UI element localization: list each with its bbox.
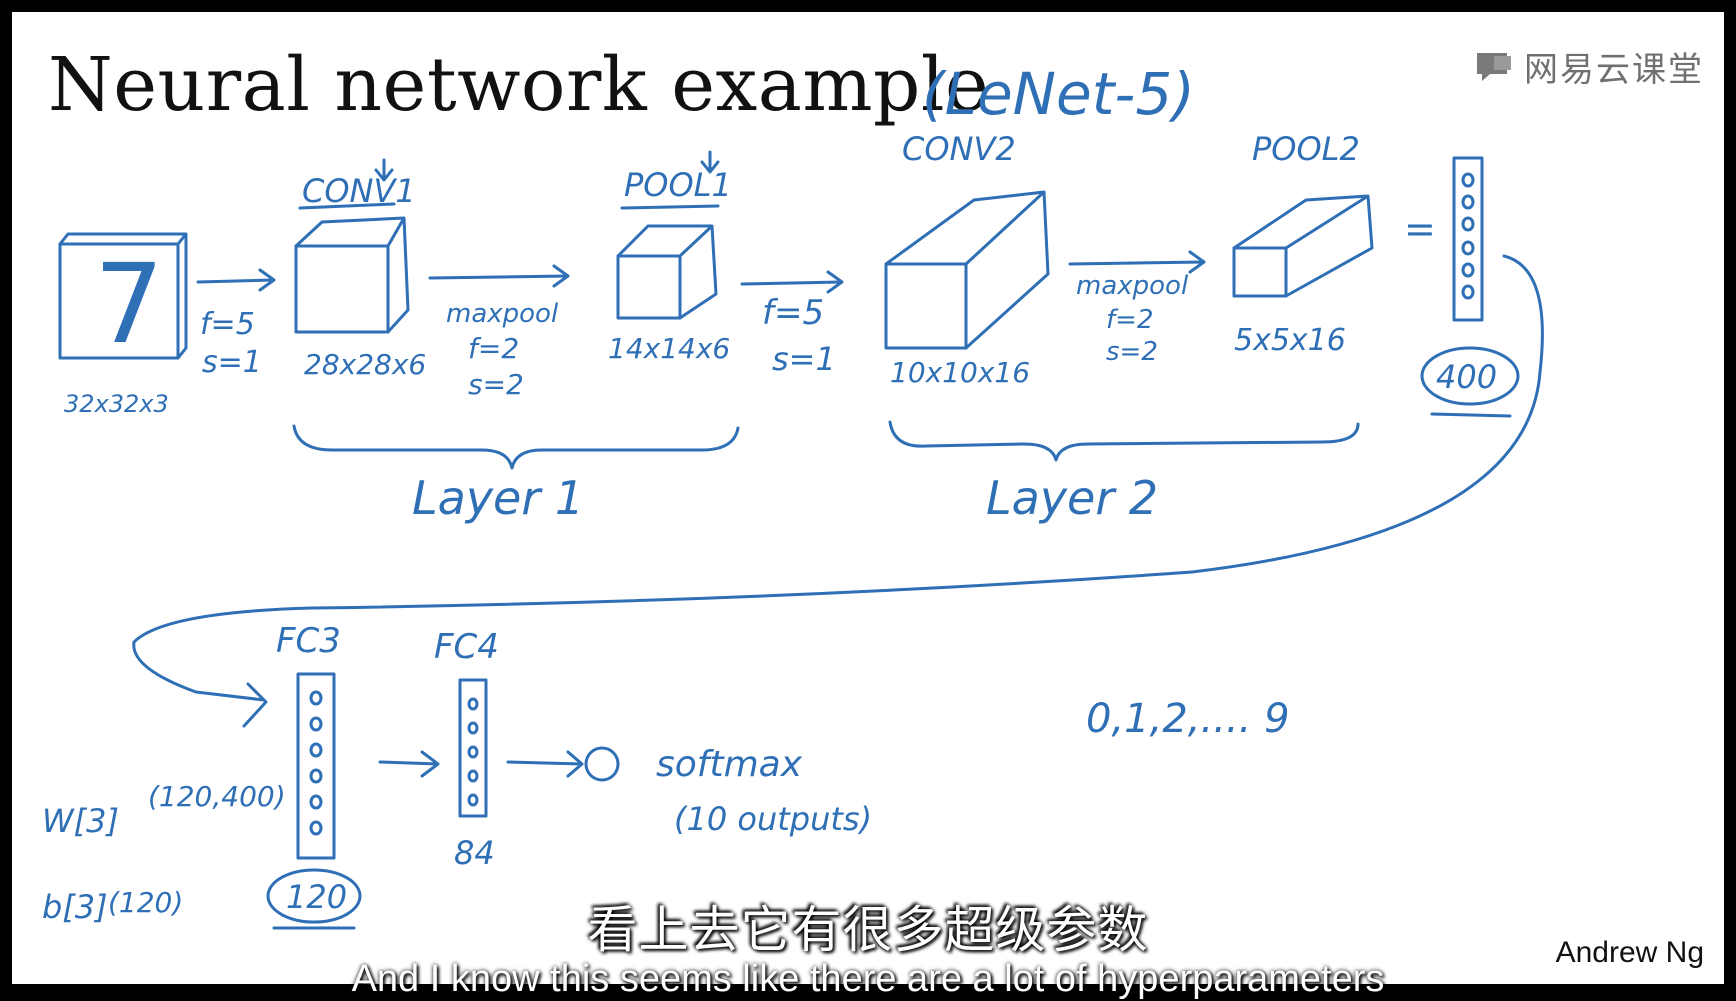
pool1-param-f: f=2 <box>468 332 519 365</box>
class-list: 0,1,2,.... 9 <box>1086 696 1290 742</box>
output-node <box>584 746 620 782</box>
input-volume <box>58 232 188 360</box>
flow-curve <box>132 254 1544 728</box>
arrow-down-pool1 <box>700 150 720 174</box>
fc3-weight: W[3] <box>42 802 119 840</box>
conv2-param-s: s=1 <box>772 340 836 378</box>
arrow-input-conv1 <box>196 268 276 292</box>
chat-bubble-icon <box>1477 52 1511 81</box>
fc4-size: 84 <box>454 834 495 872</box>
fc3-vector <box>296 672 336 860</box>
input-digit: 7 <box>94 240 164 368</box>
flatten-equals: = <box>1404 207 1436 251</box>
arrow-fc3-fc4 <box>378 750 440 778</box>
conv1-dims: 28x28x6 <box>304 348 426 381</box>
pool2-label: POOL2 <box>1252 130 1360 168</box>
fc3-label: FC3 <box>276 621 341 661</box>
fc3-bias: b[3] <box>42 888 108 926</box>
arrow-pool1-conv2 <box>740 270 844 294</box>
pool2-dims: 5x5x16 <box>1234 323 1346 358</box>
layer2-label: Layer 2 <box>986 471 1158 525</box>
layer1-brace <box>292 424 740 470</box>
layer1-label: Layer 1 <box>412 471 584 525</box>
conv1-label: CONV1 <box>302 172 416 210</box>
subtitle-english: And I know this seems like there are a l… <box>351 958 1385 1000</box>
lenet-diagram: (LeNet-5) 7 32x32x3 f=5 s=1 CONV1 28x28x… <box>42 60 1544 930</box>
pool1-dims: 14x14x6 <box>608 332 730 365</box>
fc4-label: FC4 <box>434 627 499 667</box>
pool1-volume <box>616 224 718 320</box>
conv2-volume <box>884 190 1050 350</box>
flatten-vector <box>1452 156 1484 322</box>
flatten-size: 400 <box>1436 358 1497 396</box>
fc4-vector <box>458 678 488 818</box>
pool2-param-f: f=2 <box>1106 305 1153 335</box>
pool1-label: POOL1 <box>624 166 732 204</box>
conv1-param-f: f=5 <box>200 307 255 342</box>
conv2-param-f: f=5 <box>762 293 824 333</box>
subtitle-lenet: (LeNet-5) <box>922 60 1195 128</box>
subtitle-chinese: 看上去它有很多超级参数 <box>587 901 1149 959</box>
arrow-conv2-pool2 <box>1068 250 1206 274</box>
slide-title: Neural network example <box>48 42 990 128</box>
conv1-volume <box>294 216 410 334</box>
fc3-bias-dims: (120) <box>108 886 183 919</box>
brand-watermark: 网易云课堂 <box>1474 42 1704 91</box>
flatten-underline <box>1430 412 1512 418</box>
input-dims: 32x32x3 <box>64 390 169 418</box>
fc3-weight-dims: (120,400) <box>148 780 286 813</box>
arrow-conv1-pool1 <box>428 264 570 288</box>
arrow-down-conv1 <box>374 158 394 182</box>
fc3-size: 120 <box>286 878 347 916</box>
lecture-slide: Neural network example 网易云课堂 <box>12 12 1724 984</box>
layer2-brace <box>888 420 1360 462</box>
pool2-param-s: s=2 <box>1106 337 1158 367</box>
fc3-size-circle <box>266 868 362 924</box>
conv1-underline <box>298 202 396 210</box>
conv2-dims: 10x10x16 <box>890 356 1030 389</box>
pool2-method: maxpool <box>1076 271 1189 301</box>
conv2-label: CONV2 <box>902 130 1016 168</box>
conv1-param-s: s=1 <box>202 345 262 380</box>
pool1-method: maxpool <box>446 299 559 329</box>
pool1-underline <box>620 204 720 210</box>
brand-text: 网易云课堂 <box>1524 50 1704 90</box>
author-credit: Andrew Ng <box>1555 936 1704 969</box>
flatten-size-circle <box>1420 346 1520 406</box>
arrow-fc4-output <box>506 750 584 778</box>
pool1-param-s: s=2 <box>468 368 524 401</box>
pool2-volume <box>1232 194 1374 298</box>
output-detail: (10 outputs) <box>674 800 872 838</box>
output-label: softmax <box>656 744 803 785</box>
